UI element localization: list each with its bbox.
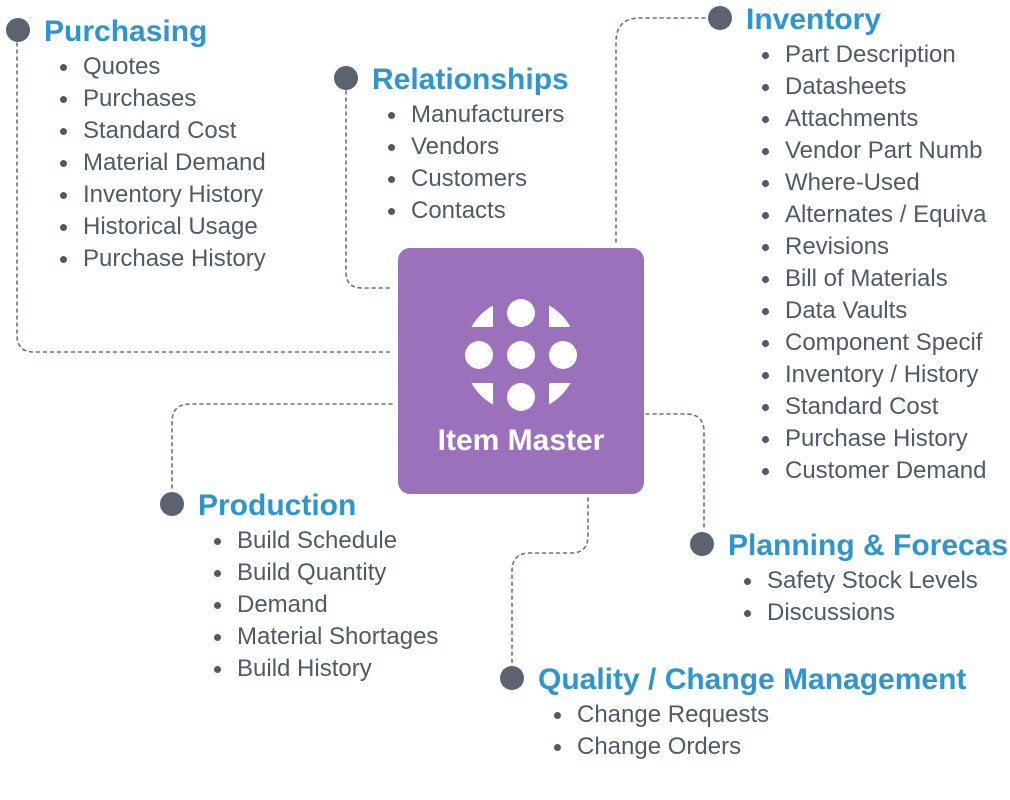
item-master-hub: Item Master [398, 248, 644, 494]
inventory-list-item: Customer Demand [759, 455, 986, 487]
planning-node-dot [690, 532, 714, 556]
connector-planning [645, 413, 705, 531]
purchasing-list-item: Material Demand [57, 147, 266, 179]
inventory-list-item: Datasheets [759, 71, 986, 103]
relationships-node-dot [334, 66, 358, 90]
purchasing-list-item: Standard Cost [57, 115, 266, 147]
connector-production [171, 403, 393, 491]
inventory-list-item: Part Description [759, 39, 986, 71]
inventory-list-item: Inventory / History [759, 359, 986, 391]
relationships-list-item: Customers [385, 163, 564, 195]
hub-title: Item Master [437, 424, 605, 457]
planning-list-item: Discussions [741, 597, 978, 629]
planning-title: Planning & Forecas [728, 529, 1009, 562]
production-list-item: Build Quantity [211, 557, 438, 589]
relationships-list-item: Vendors [385, 131, 564, 163]
purchasing-list-item: Purchase History [57, 243, 266, 275]
purchasing-list-item: Purchases [57, 83, 266, 115]
purchasing-title: Purchasing [44, 15, 208, 48]
inventory-list-item: Vendor Part Numb [759, 135, 986, 167]
inventory-list-item: Revisions [759, 231, 986, 263]
purchasing-list-item: Historical Usage [57, 211, 266, 243]
inventory-list-item: Where-Used [759, 167, 986, 199]
production-node-dot [160, 492, 184, 516]
inventory-list-item: Bill of Materials [759, 263, 986, 295]
production-title: Production [198, 489, 357, 522]
inventory-list-item: Data Vaults [759, 295, 986, 327]
production-list-item: Demand [211, 589, 438, 621]
connector-inventory [615, 17, 706, 243]
connector-quality [511, 497, 589, 665]
production-list-item: Build History [211, 653, 438, 685]
purchasing-node-dot [6, 18, 30, 42]
relationships-list-item: Contacts [385, 195, 564, 227]
relationships-title: Relationships [372, 63, 569, 96]
inventory-list-item: Attachments [759, 103, 986, 135]
planning-list-item: Safety Stock Levels [741, 565, 978, 597]
inventory-list-item: Purchase History [759, 423, 986, 455]
quality-node-dot [500, 666, 524, 690]
purchasing-list-item: Inventory History [57, 179, 266, 211]
relationships-list-item: Manufacturers [385, 99, 564, 131]
inventory-title: Inventory [746, 3, 882, 36]
quality-list-item: Change Requests [551, 699, 769, 731]
production-list-item: Build Schedule [211, 525, 438, 557]
inventory-list-item: Alternates / Equiva [759, 199, 986, 231]
grid-dots-icon [465, 299, 577, 411]
inventory-list-item: Component Specif [759, 327, 986, 359]
inventory-list-item: Standard Cost [759, 391, 986, 423]
purchasing-list-item: Quotes [57, 51, 266, 83]
quality-list-item: Change Orders [551, 731, 769, 763]
inventory-node-dot [708, 6, 732, 30]
production-list-item: Material Shortages [211, 621, 438, 653]
quality-title: Quality / Change Management [538, 663, 967, 696]
